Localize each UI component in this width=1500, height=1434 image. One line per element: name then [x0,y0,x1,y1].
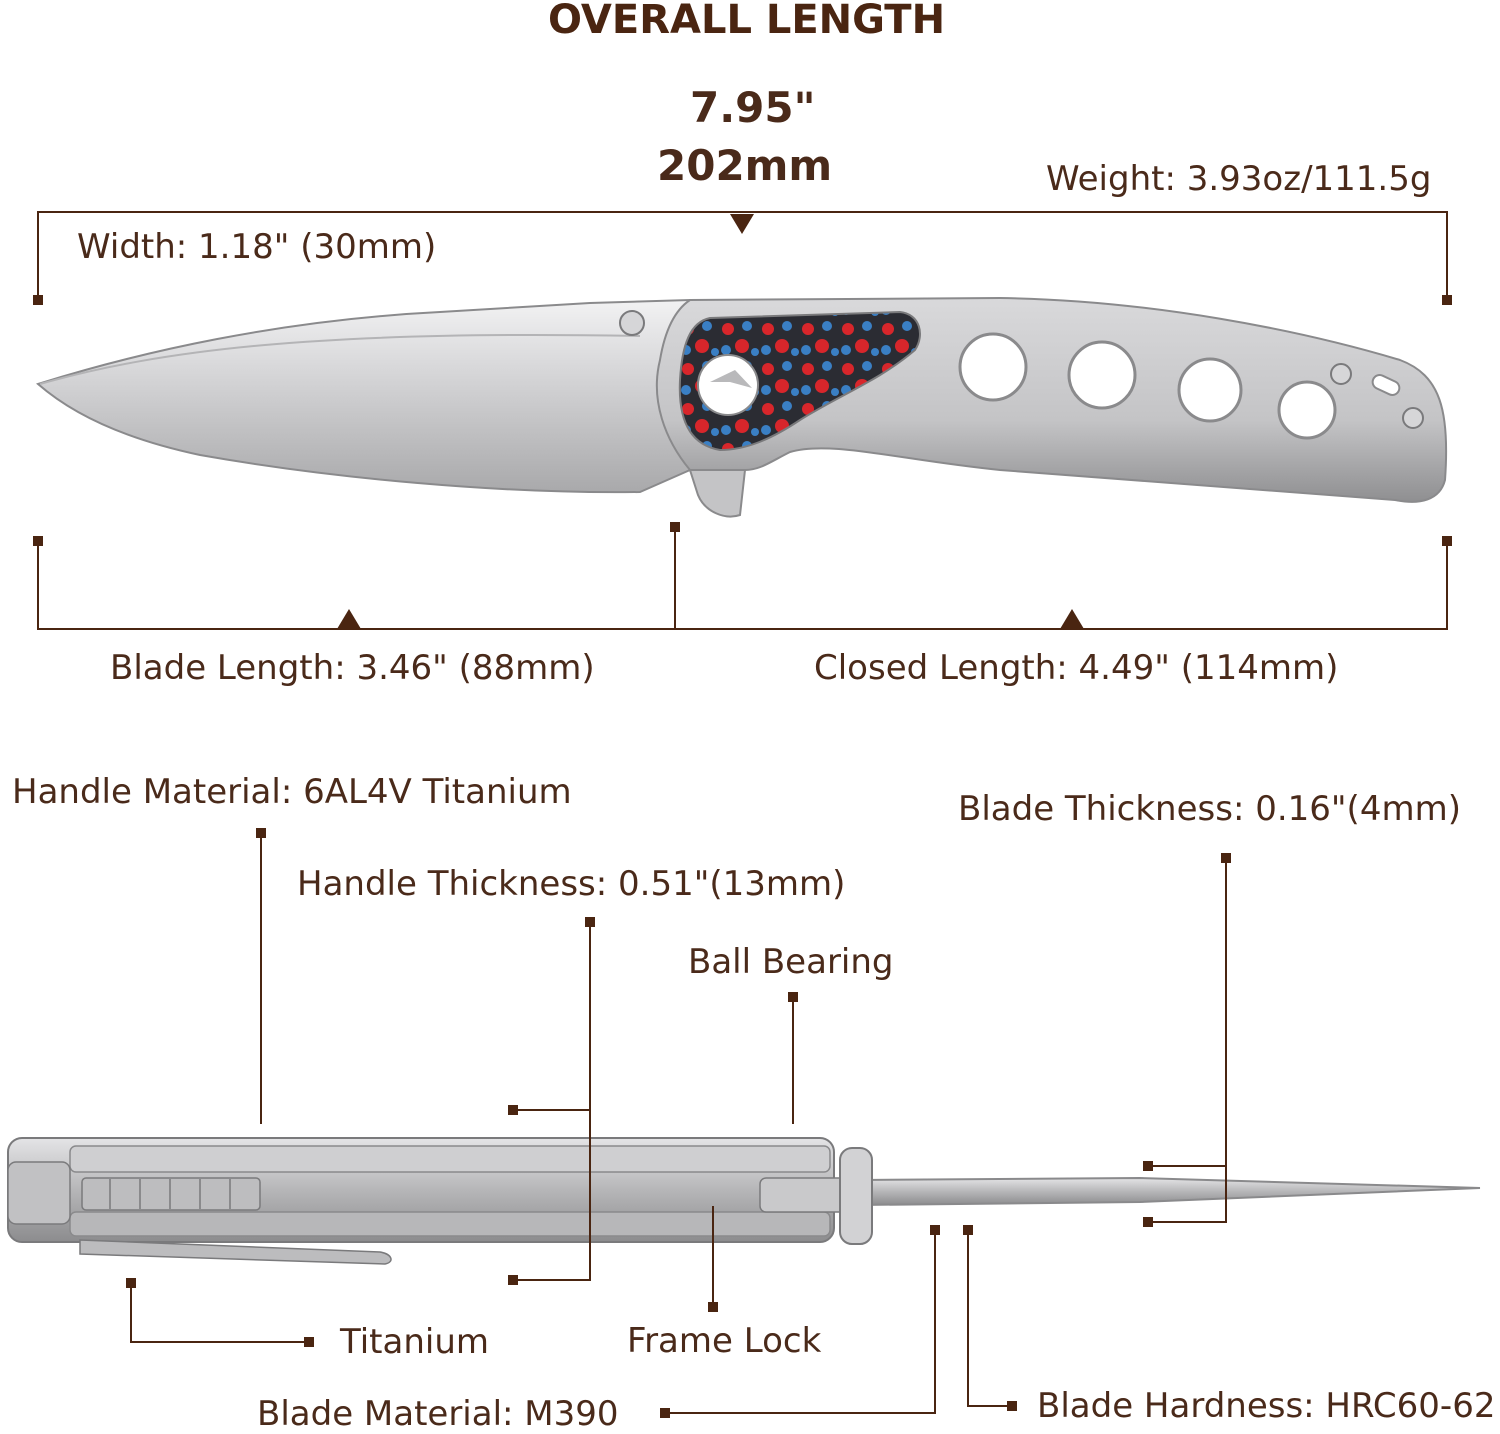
blade-length-pointer [337,609,361,629]
blade-length-label: Blade Length: 3.46" (88mm) [110,648,595,688]
page-title: OVERALL LENGTH [548,0,946,43]
overall-length-bracket [37,211,1448,300]
pivot-barrel [839,1147,873,1245]
frame-lock-label: Frame Lock [627,1321,822,1361]
bracket-end-marker [670,522,680,532]
weight-label: Weight: 3.93oz/111.5g [1046,159,1432,199]
blade-grind-line [39,333,641,385]
bracket-end-marker [33,536,43,546]
blade-material-label: Blade Material: M390 [257,1394,619,1434]
handle-material-label: Handle Material: 6AL4V Titanium [12,772,572,812]
blade-hardness-label: Blade Hardness: HRC60-62 [1037,1386,1496,1426]
blade-spine [859,1176,1481,1207]
clip-material-label: Titanium [340,1322,489,1362]
lanyard-slot [1371,374,1401,396]
blade-spine-in-hole [710,370,752,388]
carbon-inlay [678,310,921,452]
handle-scale-bottom [69,1211,831,1237]
handle-screw [1402,407,1424,429]
callout-leaders [130,833,1227,1414]
bracket-end-marker [33,295,43,305]
ball-bearing-label: Ball Bearing [688,942,894,982]
handle-hole [1177,357,1243,423]
flipper-tab [688,469,747,518]
handle-scale-top [69,1145,831,1173]
handle-hole [1277,380,1337,440]
callout-markers [126,828,1231,1418]
closed-length-label: Closed Length: 4.49" (114mm) [814,648,1339,688]
blade-thickness-label: Blade Thickness: 0.16"(4mm) [958,789,1461,829]
bracket-end-marker [1442,536,1452,546]
pivot-screw [619,310,645,336]
overall-length-mm: 202mm [657,141,833,190]
handle-thickness-label: Handle Thickness: 0.51"(13mm) [297,864,846,904]
handle-hole [958,332,1028,402]
handle-hole [1067,340,1137,410]
knife-spine-view [7,1137,1481,1265]
length-brackets [37,527,1448,630]
thumb-hole [697,354,759,416]
pocket-clip [79,1239,392,1265]
bracket-end-marker [1442,295,1452,305]
knife-side-view [35,296,1448,518]
width-label: Width: 1.18" (30mm) [77,227,437,267]
blade [35,298,691,494]
overall-length-inches: 7.95" [690,83,816,132]
handle-screw [1330,363,1352,385]
closed-length-pointer [1060,609,1084,629]
handle-end-cap [7,1161,71,1225]
overall-length-pointer [730,214,754,234]
